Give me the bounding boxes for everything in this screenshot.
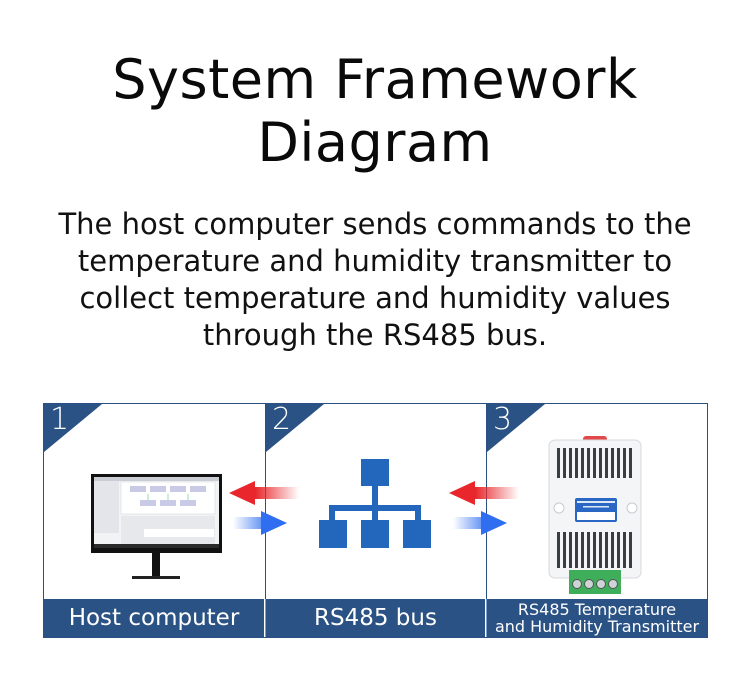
description-line: temperature and humidity transmitter to bbox=[77, 244, 673, 278]
step-number-corner bbox=[44, 404, 102, 452]
step-label-host-computer: Host computer bbox=[44, 599, 264, 637]
monitor-icon bbox=[91, 474, 222, 579]
description-line: collect temperature and humidity values bbox=[79, 281, 671, 315]
step-number-corner bbox=[266, 404, 324, 452]
step-panel-transmitter: 3 bbox=[486, 404, 707, 599]
request-arrow-left bbox=[229, 481, 255, 505]
label-line-1: RS485 Temperature bbox=[517, 600, 677, 619]
transmitter-device-icon bbox=[548, 436, 642, 594]
step-number: 3 bbox=[493, 404, 513, 437]
title-line-2: Diagram bbox=[257, 111, 493, 174]
description: The host computer sends commands to the … bbox=[30, 206, 720, 354]
step-number: 1 bbox=[50, 404, 70, 437]
request-arrow-left bbox=[449, 481, 475, 505]
description-line: through the RS485 bus. bbox=[202, 318, 548, 352]
response-arrow-right bbox=[481, 511, 507, 535]
arrows-bus-transmitter bbox=[449, 481, 519, 535]
step-panel-host-computer: 1 bbox=[44, 404, 264, 599]
step-number: 2 bbox=[272, 404, 292, 437]
framework-diagram: 1 2 bbox=[43, 403, 708, 638]
arrows-host-bus bbox=[229, 481, 299, 535]
title-line-1: System Framework bbox=[112, 48, 638, 111]
step-number-corner bbox=[487, 404, 545, 452]
response-arrow-right bbox=[261, 511, 287, 535]
network-tree-icon bbox=[319, 459, 431, 548]
step-panel-rs485-bus: 2 bbox=[265, 404, 485, 599]
label-line-2: and Humidity Transmitter bbox=[494, 617, 700, 636]
step-label-rs485-bus: RS485 bus bbox=[265, 599, 485, 637]
step-label-transmitter: RS485 Temperature and Humidity Transmitt… bbox=[486, 599, 707, 637]
page-title: System Framework Diagram bbox=[0, 48, 750, 174]
description-line: The host computer sends commands to the bbox=[58, 207, 692, 241]
